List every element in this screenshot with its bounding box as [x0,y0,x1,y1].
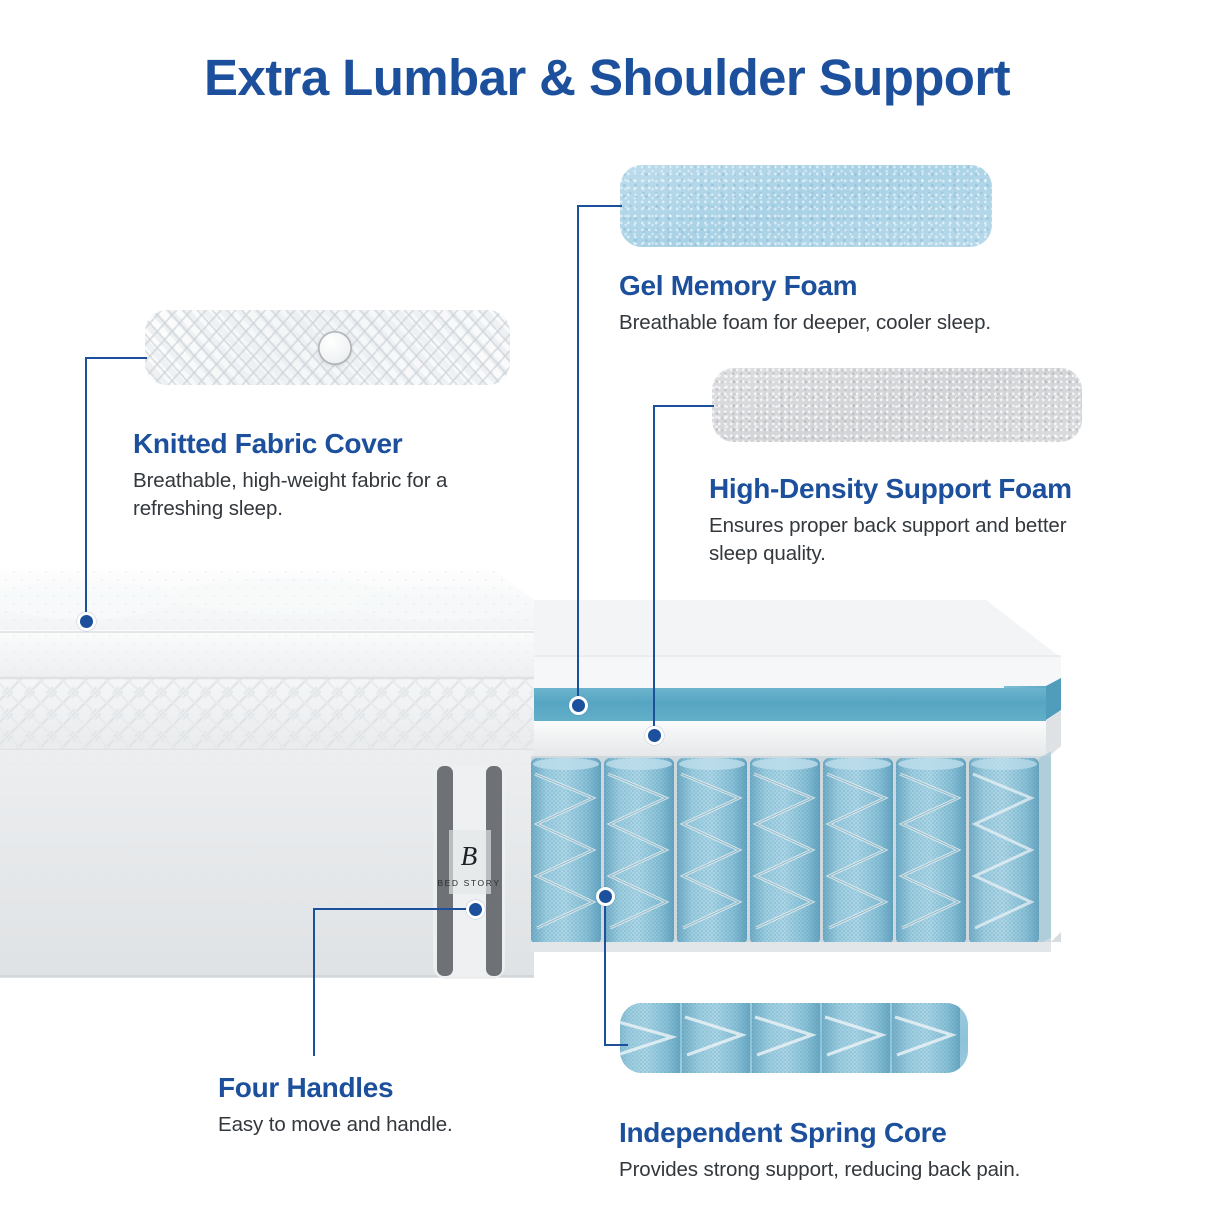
hotspot-four-handles[interactable] [465,899,485,919]
svg-text:B: B [461,841,478,871]
leader-line-knitted-fabric-vertical [85,357,87,621]
fabric-vent-button-icon [317,330,352,365]
callout-title-high-density-support-foam: High-Density Support Foam [709,473,1072,504]
callout-title-independent-spring-core: Independent Spring Core [619,1117,947,1148]
high-density-foam-swatch [712,368,1082,442]
callout-title-gel-memory-foam: Gel Memory Foam [619,270,858,301]
mattress-cutaway-illustration: B BED STORY [0,560,1076,1020]
callout-high-density-support-foam: High-Density Support Foam Ensures proper… [709,473,1072,569]
callout-description-line-1: Breathable, high-weight fabric for a [133,469,448,493]
callout-description-line-1: Ensures proper back support and better [709,514,1067,538]
leader-line-gel-foam-horizontal [577,205,622,207]
callout-description-knitted-fabric-cover: Breathable, high-weight fabric for a ref… [133,467,447,524]
svg-text:BED STORY: BED STORY [437,878,500,888]
callout-description-independent-spring-core: Provides strong support, reducing back p… [619,1158,1021,1182]
leader-line-high-density-horizontal [653,405,714,407]
page-title: Extra Lumbar & Shoulder Support [204,49,1011,106]
hotspot-gel-memory-foam[interactable] [568,695,588,715]
spring-core-swatch [620,1003,968,1073]
leader-line-knitted-fabric-horizontal [85,357,147,359]
gel-memory-foam-swatch [620,165,992,247]
callout-description-line-2: sleep quality. [709,542,826,566]
callout-knitted-fabric-cover: Knitted Fabric Cover Breathable, high-we… [133,428,447,524]
callout-description-line-2: refreshing sleep. [133,497,283,521]
leader-line-handles-vertical [313,908,315,1056]
callout-title-four-handles: Four Handles [218,1072,394,1103]
leader-line-spring-core-horizontal [604,1044,628,1046]
callout-description-gel-memory-foam: Breathable foam for deeper, cooler sleep… [619,311,991,335]
hotspot-high-density-support-foam[interactable] [644,725,664,745]
leader-line-gel-foam-vertical [577,205,579,705]
callout-gel-memory-foam: Gel Memory Foam Breathable foam for deep… [619,270,991,337]
hotspot-knitted-fabric-cover[interactable] [76,611,96,631]
callout-independent-spring-core: Independent Spring Core Provides strong … [619,1117,1020,1184]
knitted-fabric-swatch [145,310,510,385]
hotspot-independent-spring-core[interactable] [595,886,615,906]
leader-line-spring-core-vertical [604,896,606,1046]
callout-description-high-density-support-foam: Ensures proper back support and better s… [709,512,1072,569]
side-carry-handle: B BED STORY [433,763,505,979]
callout-description-four-handles: Easy to move and handle. [218,1113,453,1137]
leader-line-handles-horizontal [313,908,476,910]
callout-four-handles: Four Handles Easy to move and handle. [218,1072,453,1139]
pocket-coil-layer [531,751,1051,946]
callout-title-knitted-fabric-cover: Knitted Fabric Cover [133,428,403,459]
leader-line-high-density-vertical [653,405,655,735]
